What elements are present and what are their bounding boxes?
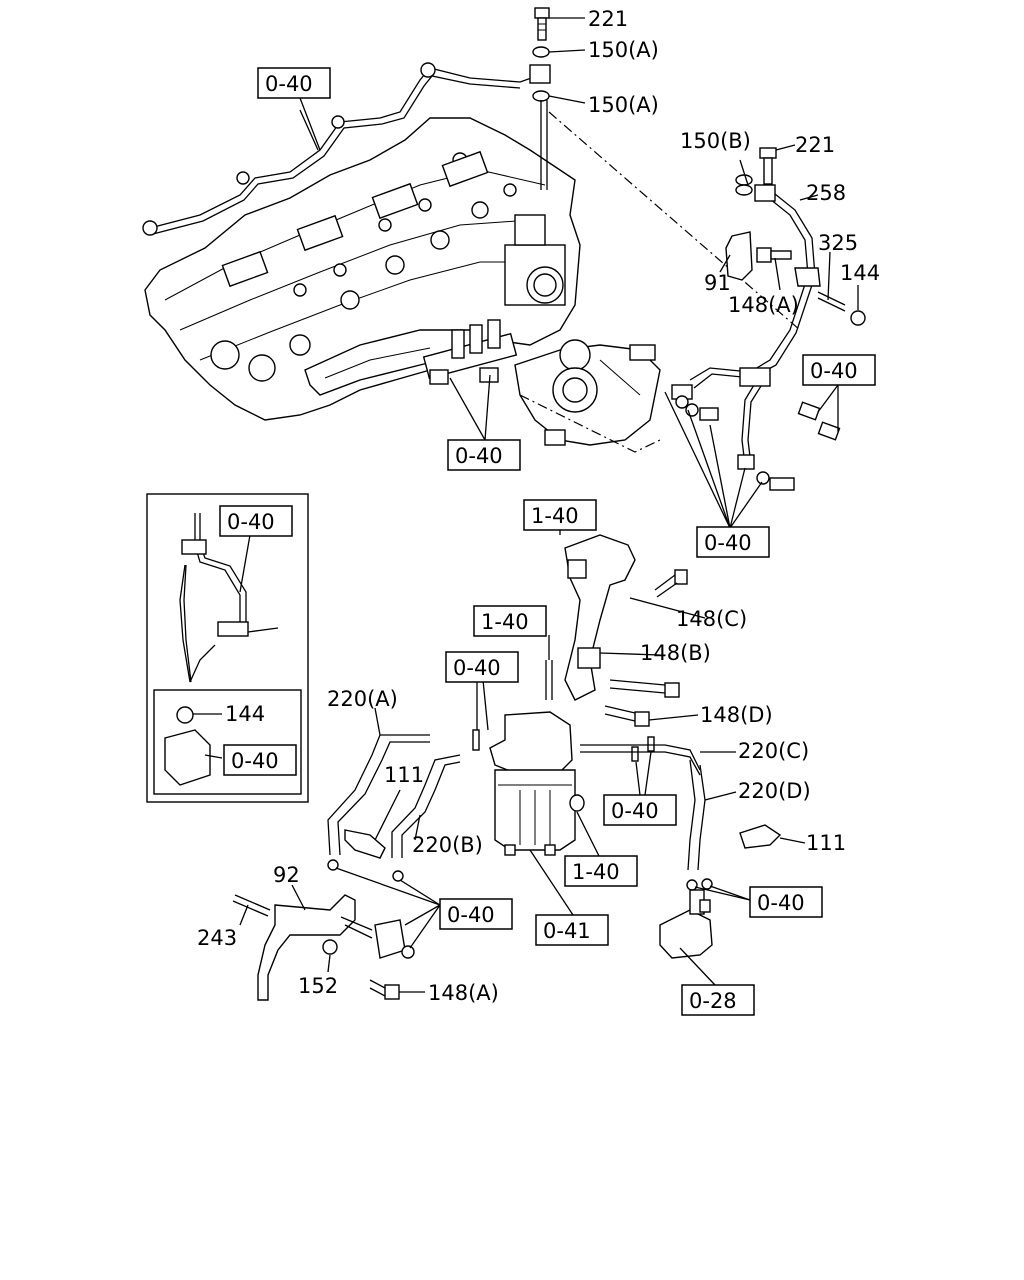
svg-text:1-40: 1-40 xyxy=(531,504,579,528)
label-220b: 220(B) xyxy=(412,833,483,857)
washer-150b-2 xyxy=(735,184,753,196)
fitting-028-drawing xyxy=(659,889,713,959)
svg-text:0-40: 0-40 xyxy=(447,903,495,927)
ref-box-140-filterbottom[interactable]: 1-40 xyxy=(564,855,638,887)
washer-150b-1 xyxy=(735,174,753,186)
inset-bracket xyxy=(164,729,211,786)
svg-text:0-40: 0-40 xyxy=(455,444,503,468)
clip-111-left xyxy=(344,829,386,859)
svg-text:0-41: 0-41 xyxy=(543,919,591,943)
svg-text:1-40: 1-40 xyxy=(572,860,620,884)
ref-box-040-inset-bottom[interactable]: 0-40 xyxy=(223,744,297,776)
label-243: 243 xyxy=(197,926,237,950)
svg-text:0-40: 0-40 xyxy=(611,799,659,823)
bolt-148a-top xyxy=(756,247,792,263)
label-148b: 148(B) xyxy=(640,641,711,665)
hose-220d xyxy=(687,759,696,871)
label-258: 258 xyxy=(806,181,846,205)
nut-152 xyxy=(322,939,338,955)
label-220a: 220(A) xyxy=(327,687,398,711)
washer-150a-upper xyxy=(532,46,550,58)
label-91: 91 xyxy=(704,271,731,295)
label-144-inset: 144 xyxy=(225,702,265,726)
injection-pump-drawing xyxy=(514,339,661,446)
bracket-91 xyxy=(725,231,753,281)
hose-220c xyxy=(580,744,701,771)
label-148a-top: 148(A) xyxy=(728,293,799,317)
ref-box-140-bracket[interactable]: 1-40 xyxy=(523,499,597,531)
clip-111-right xyxy=(739,824,782,849)
svg-text:0-40: 0-40 xyxy=(265,72,313,96)
bolt-221-right xyxy=(759,147,777,185)
washer-150a-lower xyxy=(532,90,550,102)
label-220d: 220(D) xyxy=(738,779,811,803)
svg-text:0-40: 0-40 xyxy=(453,656,501,680)
filter-bracket-drawing xyxy=(564,534,636,701)
label-150b: 150(B) xyxy=(680,129,751,153)
label-111-right: 111 xyxy=(806,831,846,855)
bolt-148b xyxy=(609,679,680,698)
inset-nut-144 xyxy=(176,706,194,724)
ref-box-040-pump[interactable]: 0-40 xyxy=(447,439,521,471)
label-152: 152 xyxy=(298,974,338,998)
inset-pipe-drawing xyxy=(179,513,279,683)
bolt-148d xyxy=(604,705,650,727)
label-221-right: 221 xyxy=(795,133,835,157)
label-148c: 148(C) xyxy=(676,607,747,631)
ref-box-040-inset-top[interactable]: 0-40 xyxy=(219,505,293,537)
label-220c: 220(C) xyxy=(738,739,809,763)
label-325: 325 xyxy=(818,231,858,255)
ref-box-140-mid[interactable]: 1-40 xyxy=(473,605,547,637)
svg-text:0-40: 0-40 xyxy=(231,749,279,773)
bolt-221-top xyxy=(534,7,550,41)
ref-box-040-filtertop[interactable]: 0-40 xyxy=(445,651,519,683)
label-111-left: 111 xyxy=(384,763,424,787)
svg-text:0-40: 0-40 xyxy=(227,510,275,534)
ref-box-040-bottomright[interactable]: 0-40 xyxy=(749,886,823,918)
hose-220b xyxy=(391,754,461,858)
svg-text:0-40: 0-40 xyxy=(810,359,858,383)
ref-box-040-bottomleft[interactable]: 0-40 xyxy=(439,898,513,930)
cylinder-head-drawing xyxy=(144,117,581,421)
svg-text:0-40: 0-40 xyxy=(704,531,752,555)
fuel-filter-drawing xyxy=(489,711,576,856)
ref-box-041[interactable]: 0-41 xyxy=(535,914,609,946)
svg-text:0-28: 0-28 xyxy=(689,989,737,1013)
fuel-return-pipe xyxy=(671,184,816,470)
ref-box-040-injectors[interactable]: 0-40 xyxy=(696,526,770,558)
injector-assembly xyxy=(422,319,518,385)
bracket-92-drawing xyxy=(257,894,356,1001)
label-148a-bottom: 148(A) xyxy=(428,981,499,1005)
nut-144-right xyxy=(850,310,866,326)
label-221-top: 221 xyxy=(588,7,628,31)
hose-220a xyxy=(327,734,430,856)
bolt-148c xyxy=(654,569,688,598)
ref-box-040-filterright[interactable]: 0-40 xyxy=(603,794,677,826)
label-150a-upper: 150(A) xyxy=(588,38,659,62)
label-144-right: 144 xyxy=(840,261,880,285)
stud-243 xyxy=(232,894,271,917)
svg-text:1-40: 1-40 xyxy=(481,610,529,634)
leak-off-pipe xyxy=(149,67,541,229)
ref-box-040-topleft[interactable]: 0-40 xyxy=(257,67,331,99)
ref-box-040-right[interactable]: 0-40 xyxy=(802,354,876,386)
ref-box-028[interactable]: 0-28 xyxy=(681,984,755,1016)
svg-text:0-40: 0-40 xyxy=(757,891,805,915)
label-150a-lower: 150(A) xyxy=(588,93,659,117)
label-92: 92 xyxy=(273,863,300,887)
label-148d: 148(D) xyxy=(700,703,773,727)
bolt-148a-bottom xyxy=(369,979,400,1000)
